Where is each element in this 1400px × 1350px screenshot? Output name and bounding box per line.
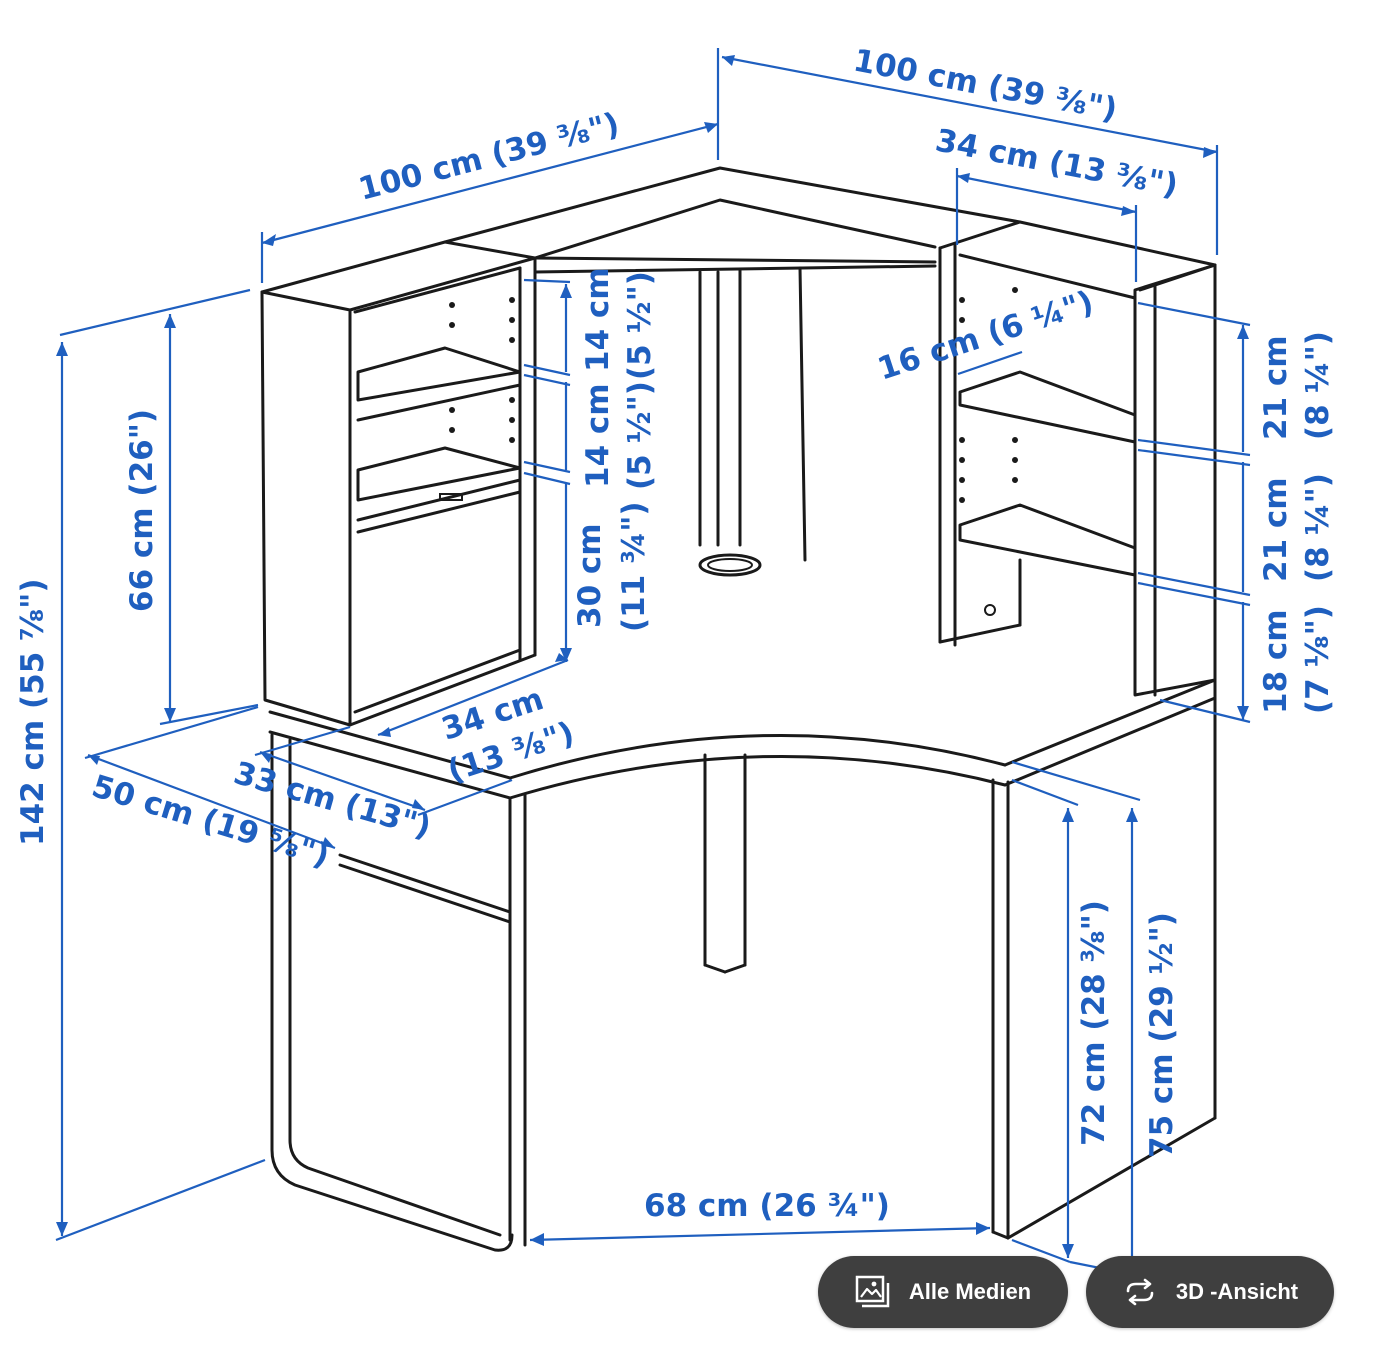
label-desk-height-outer: 75 cm (29 ½")	[1144, 912, 1180, 1158]
label-desk-height-inner: 72 cm (28 ⅜")	[1076, 900, 1112, 1146]
label-left-shelf-3-in: (11 ¾")	[616, 501, 652, 632]
label-right-shelf-depth: 16 cm (6 ¼")	[873, 284, 1097, 388]
rotate-icon	[1122, 1278, 1158, 1306]
3d-view-button[interactable]: 3D -Ansicht	[1086, 1256, 1334, 1328]
all-media-button[interactable]: Alle Medien	[818, 1256, 1068, 1328]
label-right-shelf-3-cm: 18 cm	[1258, 609, 1294, 714]
dimension-labels: 100 cm (39 ⅜") 100 cm (39 ⅜") 34 cm (13 …	[15, 42, 1336, 1224]
label-left-shelf-3-cm: 30 cm	[572, 523, 608, 628]
label-total-height: 142 cm (55 ⅞")	[15, 579, 51, 846]
shelf-peg-holes-right	[959, 287, 1018, 503]
label-right-shelf-3-in: (7 ⅛")	[1300, 605, 1336, 714]
desk-drawing	[260, 166, 1217, 1252]
all-media-label: Alle Medien	[908, 1279, 1032, 1304]
label-right-shelf-width: 34 cm (13 ⅜")	[933, 122, 1181, 203]
label-top-right-width: 100 cm (39 ⅜")	[851, 42, 1120, 127]
label-right-shelf-1-in: (8 ¼")	[1300, 331, 1336, 440]
label-left-shelf-1-cm: 14 cm	[580, 267, 616, 372]
label-leg-clearance: 68 cm (26 ¾")	[644, 1188, 890, 1224]
label-left-shelf-1-in: (5 ½")	[622, 271, 658, 380]
label-right-shelf-2-cm: 21 cm	[1258, 477, 1294, 582]
label-right-shelf-2-in: (8 ¼")	[1300, 473, 1336, 582]
gallery-icon	[855, 1275, 891, 1309]
label-right-shelf-1-cm: 21 cm	[1258, 335, 1294, 440]
3d-view-label: 3D -Ansicht	[1175, 1279, 1299, 1304]
label-upper-height: 66 cm (26")	[124, 409, 160, 612]
shelf-peg-holes-left	[449, 297, 515, 443]
dimension-lines	[55, 48, 1251, 1278]
label-left-shelf-2-in: (5 ½")	[622, 381, 658, 490]
label-top-left-width: 100 cm (39 ⅜")	[355, 106, 623, 208]
label-left-shelf-2-cm: 14 cm	[580, 383, 616, 488]
